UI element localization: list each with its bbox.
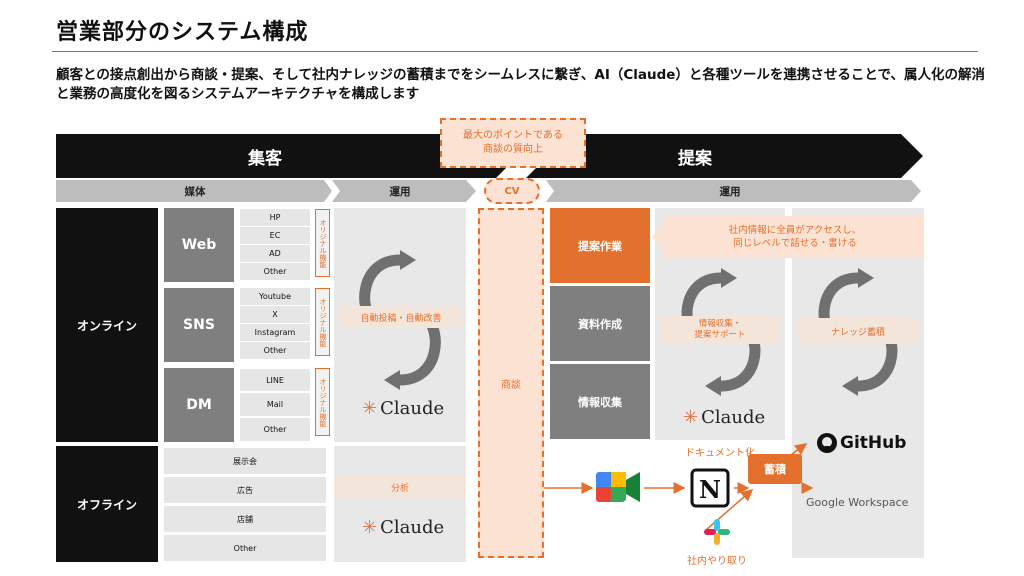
task-information-gathering: 情報収集: [550, 364, 650, 439]
offline-operation-panel: [334, 446, 466, 562]
access-callout: 社内情報に全員がアクセスし、 同じレベルで話せる・書ける: [728, 225, 862, 249]
sub-arrows: [56, 180, 921, 202]
row-offline-label: オフライン: [56, 446, 158, 562]
page-title: 営業部分のシステム構成: [56, 20, 309, 45]
phase-arrows: [56, 134, 923, 178]
operation-right-arrow: [546, 180, 921, 202]
phase-proposal-label: 提案: [678, 148, 712, 169]
channel-dm: DM: [164, 368, 234, 442]
claude-logo-offline: ✳Claude: [362, 516, 445, 538]
sns-item: Youtube: [240, 288, 310, 305]
phase-acquisition-label: 集客: [248, 148, 282, 169]
github-icon: [817, 433, 837, 453]
info-support-label: 情報収集・ 提案サポート: [660, 316, 780, 344]
sns-item: Other: [240, 342, 310, 359]
channel-web: Web: [164, 208, 234, 282]
row-online-label: オンライン: [56, 208, 158, 442]
github-label: GitHub: [840, 433, 907, 453]
offline-item: Other: [164, 535, 326, 561]
media-arrow: [56, 180, 332, 202]
claude-star-icon: ✳: [683, 406, 699, 428]
auto-posting-label: 自動投稿・自動改善: [340, 306, 462, 328]
title-divider: [52, 51, 978, 52]
claude-logo-proposal: ✳Claude: [683, 406, 766, 428]
original-feature-web: オリジナル機能: [315, 209, 330, 277]
negotiation-column: 商談: [478, 208, 544, 558]
dm-item: Other: [240, 418, 310, 441]
web-item: Other: [240, 263, 310, 280]
dm-item: Mail: [240, 393, 310, 416]
web-item: EC: [240, 227, 310, 244]
proposal-arrow: [526, 134, 923, 178]
claude-star-icon: ✳: [362, 516, 378, 538]
channel-sns: SNS: [164, 288, 234, 362]
google-workspace-label: Google Workspace: [806, 496, 909, 509]
original-feature-sns: オリジナル機能: [315, 288, 330, 356]
web-item: HP: [240, 209, 310, 226]
analysis-label: 分析: [334, 476, 466, 498]
cv-badge: CV: [484, 178, 540, 204]
google-meet-icon: [596, 472, 640, 502]
key-point-callout: 最大のポイントである 商談の質向上: [440, 118, 586, 168]
knowledge-label: ナレッジ蓄積: [797, 318, 919, 344]
original-feature-dm: オリジナル機能: [315, 368, 330, 436]
offline-item: 展示会: [164, 448, 326, 474]
store-badge: 蓄積: [748, 454, 802, 484]
claude-star-icon: ✳: [362, 397, 378, 419]
task-proposal-work: 提案作業: [550, 208, 650, 283]
svg-text:N: N: [699, 475, 721, 504]
slack-icon: [704, 519, 730, 545]
dm-item: LINE: [240, 369, 310, 391]
operation-left-label: 運用: [389, 185, 411, 198]
task-document-creation: 資料作成: [550, 286, 650, 361]
offline-item: 広告: [164, 477, 326, 503]
sns-item: X: [240, 306, 310, 323]
sns-item: Instagram: [240, 324, 310, 341]
acquisition-arrow: [56, 134, 518, 178]
internal-chat-label: 社内やり取り: [687, 555, 747, 567]
offline-item: 店舗: [164, 506, 326, 532]
page-subtitle: 顧客との接点創出から商談・提案、そして社内ナレッジの蓄積までをシームレスに繋ぎ、…: [56, 67, 985, 102]
operation-left-arrow: [332, 180, 476, 202]
media-label: 媒体: [184, 185, 206, 198]
notion-icon: N: [690, 468, 730, 508]
operation-right-label: 運用: [719, 185, 741, 198]
documentation-label: ドキュメント化: [685, 447, 755, 459]
web-item: AD: [240, 245, 310, 262]
access-callout-shape: [652, 216, 924, 258]
claude-logo-online: ✳Claude: [362, 397, 445, 419]
